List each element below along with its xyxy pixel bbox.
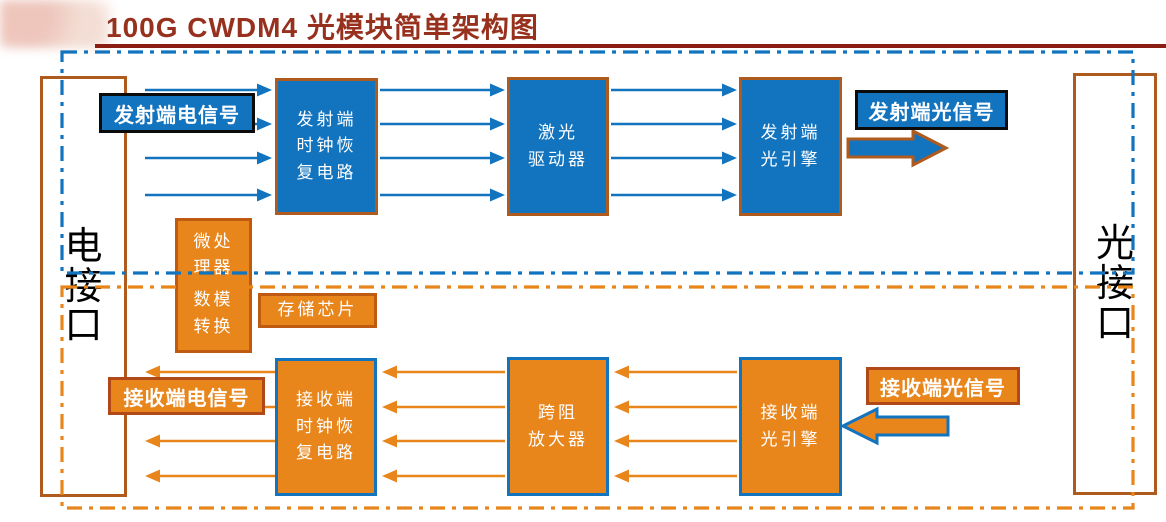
page-title: 100G CWDM4 光模块简单架构图	[106, 12, 539, 43]
rx-electrical-signal-label: 接收端电信号	[108, 377, 265, 415]
company-logo-blurred	[0, 0, 112, 48]
tx-section-frame	[60, 50, 1135, 275]
rx-optical-input-arrow	[839, 406, 950, 446]
electrical-interface-char: 口	[64, 303, 103, 348]
rx-optical-engine-block: 接收端 光引擎	[739, 357, 842, 496]
tx-electrical-signal-label: 发射端电信号	[99, 93, 255, 133]
laser-driver-block: 激光 驱动器	[507, 77, 609, 216]
tia-block: 跨阻 放大器	[507, 357, 609, 496]
tx-optical-engine-block: 发射端 光引擎	[739, 77, 842, 216]
optical-interface-box: 光 接 口	[1073, 73, 1157, 495]
memory-chip-block: 存储芯片	[258, 293, 377, 328]
tx-optical-signal-label: 发射端光信号	[855, 90, 1008, 130]
optical-interface-char: 光	[1095, 221, 1134, 266]
electrical-interface-char: 电	[64, 223, 103, 268]
title-underline	[95, 44, 1166, 48]
dac-label: 数模 转换	[193, 290, 234, 337]
rx-section-frame	[60, 285, 1135, 510]
rx-optical-signal-label: 接收端光信号	[866, 367, 1020, 405]
tx-optical-output-arrow	[846, 128, 950, 168]
tx-cdr-block: 发射端 时钟恢 复电路	[275, 78, 378, 215]
rx-cdr-block: 接收端 时钟恢 复电路	[275, 358, 377, 496]
rx-signal-arrows	[145, 365, 737, 483]
optical-interface-char: 口	[1095, 300, 1134, 345]
optical-interface-char: 接	[1095, 261, 1134, 306]
